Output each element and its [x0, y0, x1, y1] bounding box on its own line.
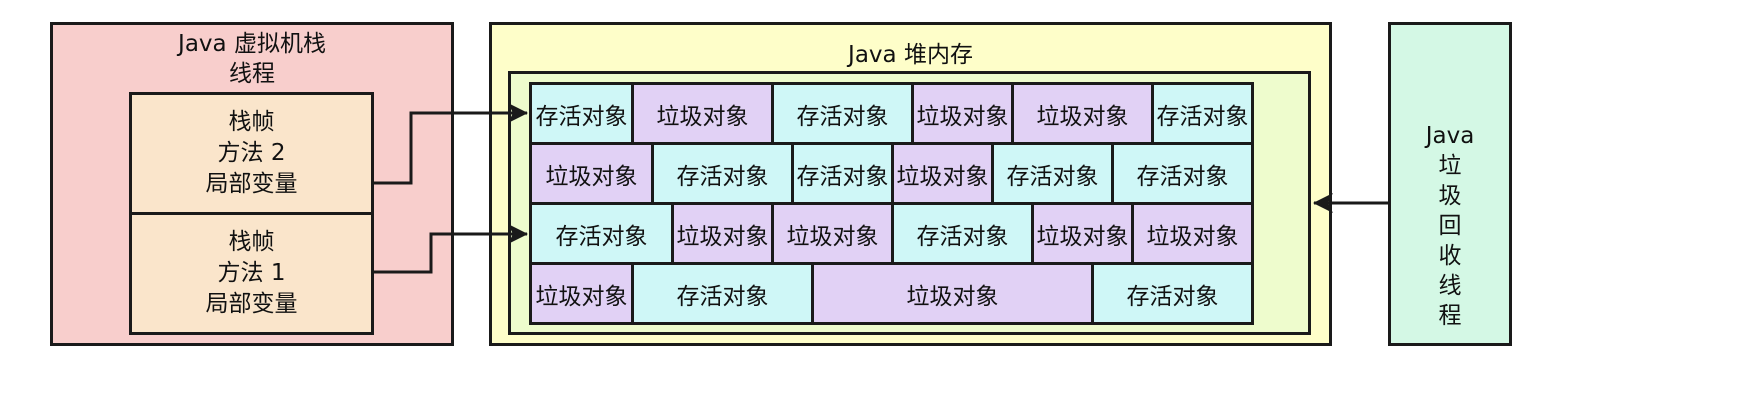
garbage-object: 垃圾对象: [1031, 202, 1134, 265]
stack-frame-line: 局部变量: [205, 171, 298, 197]
stack-frame-line: 方法 2: [217, 140, 286, 166]
live-object: 存活对象: [651, 142, 794, 205]
live-object: 存活对象: [1151, 82, 1254, 145]
gc-label-char: 收: [1438, 243, 1462, 269]
live-object: 存活对象: [1091, 262, 1254, 325]
garbage-object: 垃圾对象: [1131, 202, 1254, 265]
gc-label-char: 回: [1438, 213, 1462, 239]
jvm-stack-thread-label: 线程: [229, 61, 275, 87]
live-object: 存活对象: [771, 82, 914, 145]
gc-label-char: Java: [1425, 123, 1475, 149]
jvm-stack-title: Java 虚拟机栈: [178, 31, 326, 57]
gc-label-char: 程: [1438, 303, 1462, 329]
stack-frame-line: 局部变量: [205, 291, 298, 317]
java-heap-title: Java 堆内存: [848, 42, 973, 68]
live-object: 存活对象: [891, 202, 1034, 265]
garbage-object: 垃圾对象: [529, 142, 654, 205]
live-object: 存活对象: [631, 262, 814, 325]
stack-frame-line: 栈帧: [228, 109, 275, 135]
gc-label-char: 垃: [1438, 153, 1462, 179]
live-object: 存活对象: [1111, 142, 1254, 205]
stack-frame-line: 方法 1: [217, 260, 286, 286]
gc-thread-label: Java 垃圾回收线程: [1391, 121, 1509, 331]
garbage-object: 垃圾对象: [771, 202, 894, 265]
reference-arrow-frame-1: [374, 224, 528, 274]
reference-arrow-frame-2: [374, 103, 528, 185]
stack-frame-method-2: 栈帧方法 2 局部变量: [129, 92, 374, 215]
garbage-object: 垃圾对象: [529, 262, 634, 325]
gc-label-char: 线: [1438, 273, 1462, 299]
garbage-object: 垃圾对象: [811, 262, 1094, 325]
gc-thread-container: Java 垃圾回收线程: [1388, 22, 1512, 346]
stack-frame-method-1: 栈帧方法 1 局部变量: [129, 212, 374, 335]
gc-label-char: 圾: [1438, 183, 1462, 209]
stack-frame-line: 栈帧: [228, 229, 275, 255]
